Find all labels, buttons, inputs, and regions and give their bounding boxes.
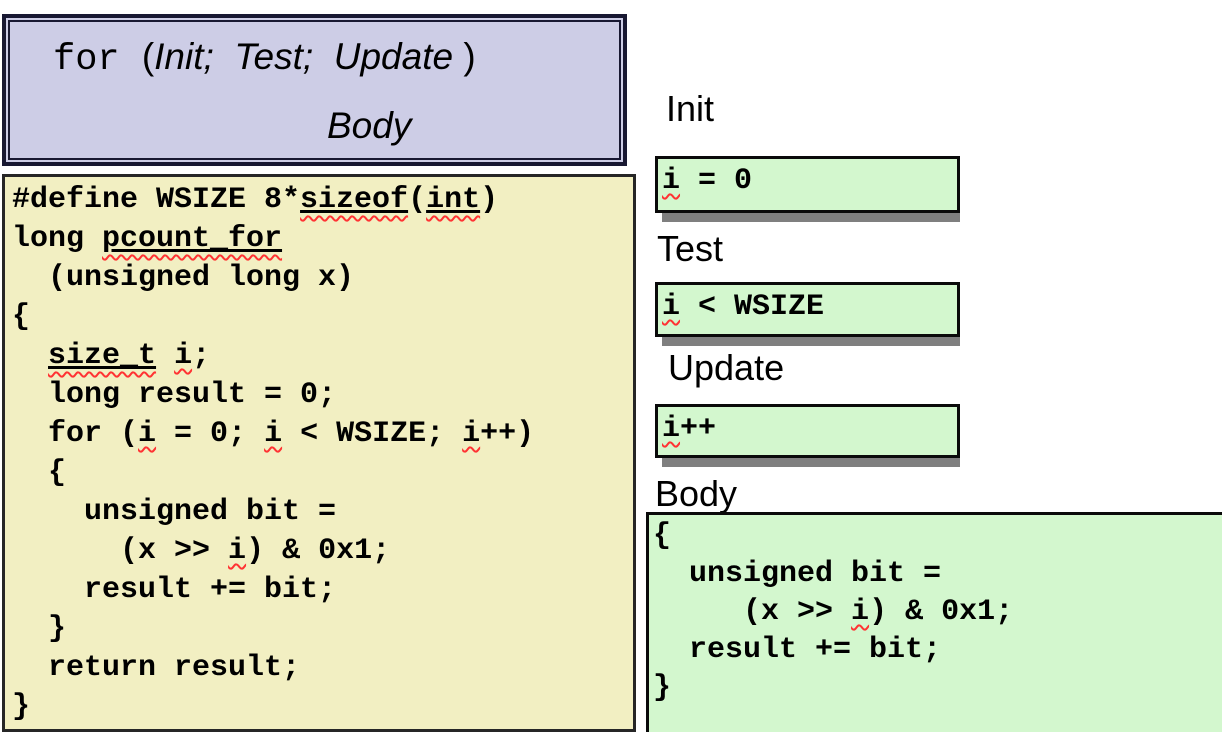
- code-token: long result = 0;: [12, 378, 337, 412]
- code-token: }: [653, 671, 672, 705]
- misspelled-token: i: [138, 417, 157, 451]
- misspelled-token: i: [662, 290, 681, 324]
- misspelled-underlined-token: pcount_for: [102, 222, 282, 256]
- misspelled-underlined-token: int: [426, 183, 480, 217]
- misspelled-underlined-token: size_t: [48, 339, 156, 373]
- code-token: {: [12, 300, 31, 334]
- misspelled-token: i: [662, 164, 681, 198]
- code-token: (: [141, 36, 155, 77]
- code-line: (unsigned long x): [12, 259, 633, 298]
- update-value-box: i++: [655, 404, 960, 467]
- code-line: (x >> i) & 0x1;: [653, 593, 1222, 631]
- code-token: < WSIZE: [680, 290, 825, 324]
- code-token: unsigned bit =: [653, 557, 942, 591]
- for-statement-line: for (Init; Test; Update ): [53, 35, 619, 82]
- misspelled-token: i: [462, 417, 481, 451]
- code-token: return result;: [12, 651, 301, 685]
- code-token: (x >>: [12, 534, 229, 568]
- squiggle-token: pcount_for: [102, 222, 283, 256]
- code-token: = 0: [680, 164, 753, 198]
- code-line: #define WSIZE 8*sizeof(int): [12, 181, 633, 220]
- misspelled-token: i: [851, 595, 870, 629]
- misspelled-token: i: [174, 339, 193, 373]
- label-init: Init: [666, 88, 715, 129]
- code-line: for (i = 0; i < WSIZE; i++): [12, 415, 633, 454]
- pcount-for-code-box: #define WSIZE 8*sizeof(int)long pcount_f…: [2, 174, 636, 732]
- body-code-box: { unsigned bit = (x >> i) & 0x1; result …: [646, 512, 1222, 732]
- code-token: #define WSIZE 8*: [12, 183, 301, 217]
- code-token: for: [53, 39, 142, 81]
- code-line: result += bit;: [653, 631, 1222, 669]
- squiggle-token: sizeof: [300, 183, 409, 217]
- code-token: {: [12, 456, 67, 490]
- code-token: long: [12, 222, 103, 256]
- update-value-code: i++: [662, 411, 957, 447]
- label-test: Test: [657, 228, 724, 269]
- label-body: Body: [655, 473, 738, 514]
- misspelled-token: i: [264, 417, 283, 451]
- code-line: }: [12, 610, 633, 649]
- label-update: Update: [668, 347, 785, 388]
- code-line: {: [653, 517, 1222, 555]
- code-line: i = 0: [662, 163, 957, 199]
- code-line: }: [653, 669, 1222, 707]
- test-value-box: i < WSIZE: [655, 282, 960, 346]
- for-body-line: Body: [53, 104, 619, 147]
- code-line: {: [12, 454, 633, 493]
- for-template-box: for (Init; Test; Update ) Body: [2, 14, 627, 166]
- squiggle-token: int: [426, 183, 481, 217]
- code-token: [12, 339, 48, 373]
- code-line: unsigned bit =: [12, 493, 633, 532]
- code-token: = 0;: [156, 417, 265, 451]
- code-token: (unsigned long x): [12, 261, 355, 295]
- code-line: (x >> i) & 0x1;: [12, 532, 633, 571]
- code-token: ): [480, 183, 499, 217]
- init-value-code: i = 0: [662, 163, 957, 199]
- code-token: ): [463, 36, 476, 77]
- code-token: (x >>: [653, 595, 852, 629]
- code-token: result += bit;: [12, 573, 337, 607]
- code-line: unsigned bit =: [653, 555, 1222, 593]
- code-token: ++: [680, 412, 717, 446]
- code-token: (: [408, 183, 427, 217]
- code-token: ) & 0x1;: [869, 595, 1014, 629]
- for-template-box-inner: for (Init; Test; Update ) Body: [8, 20, 621, 160]
- code-token: }: [12, 690, 31, 724]
- code-token: Body: [327, 105, 412, 146]
- code-token: ) & 0x1;: [246, 534, 391, 568]
- code-line: size_t i;: [12, 337, 633, 376]
- body-code: { unsigned bit = (x >> i) & 0x1; result …: [653, 517, 1222, 707]
- misspelled-token: i: [662, 412, 681, 446]
- code-token: ;: [192, 339, 211, 373]
- code-token: [156, 339, 174, 373]
- code-line: long pcount_for: [12, 220, 633, 259]
- misspelled-token: i: [228, 534, 247, 568]
- code-token: < WSIZE;: [282, 417, 463, 451]
- code-token: {: [653, 519, 672, 553]
- misspelled-underlined-token: sizeof: [300, 183, 408, 217]
- code-line: i < WSIZE: [662, 289, 957, 325]
- code-line: i++: [662, 411, 957, 447]
- code-token: Init; Test; Update: [154, 36, 464, 77]
- code-line: }: [12, 688, 633, 727]
- code-line: return result;: [12, 649, 633, 688]
- code-token: result += bit;: [653, 633, 942, 667]
- code-line: {: [12, 298, 633, 337]
- init-value-box: i = 0: [655, 156, 960, 222]
- code-line: long result = 0;: [12, 376, 633, 415]
- code-token: ++): [480, 417, 535, 451]
- squiggle-token: size_t: [48, 339, 157, 373]
- pcount-for-code: #define WSIZE 8*sizeof(int)long pcount_f…: [12, 181, 633, 727]
- code-line: result += bit;: [12, 571, 633, 610]
- code-token: unsigned bit =: [12, 495, 337, 529]
- code-token: }: [12, 612, 67, 646]
- code-token: for (: [12, 417, 139, 451]
- test-value-code: i < WSIZE: [662, 289, 957, 325]
